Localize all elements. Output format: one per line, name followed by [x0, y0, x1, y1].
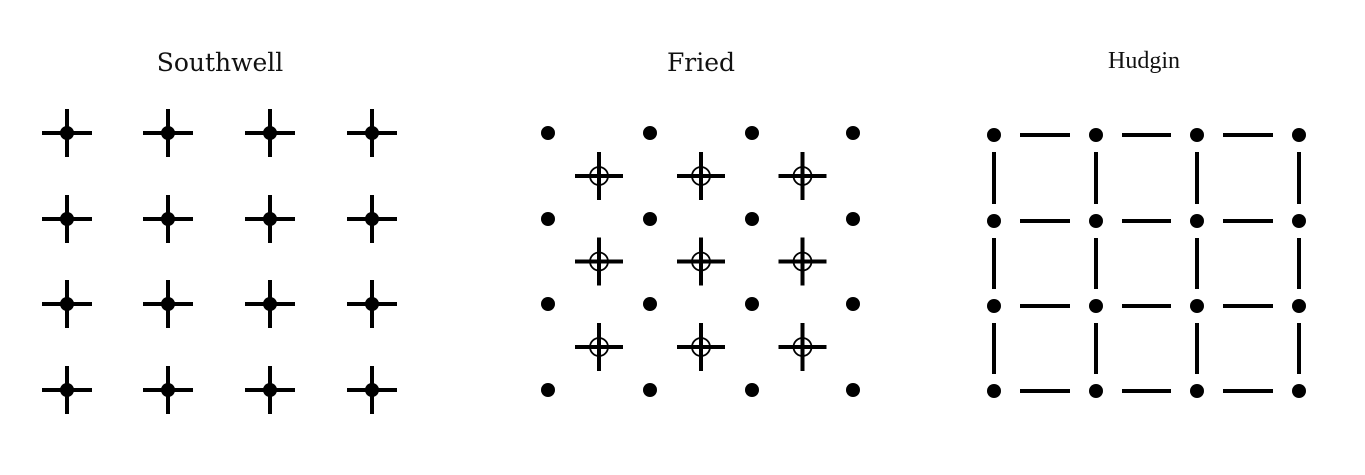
fried-center-node [677, 152, 725, 200]
fried-open-circle [792, 337, 813, 357]
southwell-dot [365, 383, 379, 397]
southwell-node [245, 195, 295, 243]
fried-center-node [778, 152, 827, 200]
fried-open-circle [792, 251, 813, 272]
hudgin-dot [1190, 299, 1204, 313]
fried-corner-dot [745, 212, 759, 226]
fried-open-circle [589, 251, 609, 272]
fried-open-circle [691, 251, 711, 272]
fried-corner-dot [541, 126, 555, 140]
southwell-dot [263, 126, 277, 140]
southwell-node [347, 280, 397, 328]
fried-panel [541, 126, 860, 397]
fried-corner-dot [745, 383, 759, 397]
hudgin-dot [1292, 214, 1306, 228]
hudgin-dot [1190, 384, 1204, 398]
fried-open-circle [589, 337, 609, 357]
hudgin-dot [1089, 128, 1103, 142]
hudgin-dot [987, 384, 1001, 398]
hudgin-dot [987, 214, 1001, 228]
fried-corner-dot [846, 126, 860, 140]
hudgin-title: Hudgin [1108, 48, 1180, 74]
fried-corner-dot [643, 383, 657, 397]
fried-corner-dot [643, 126, 657, 140]
southwell-dot [365, 212, 379, 226]
fried-corner-dot [541, 383, 555, 397]
southwell-node [245, 280, 295, 328]
southwell-dot [161, 383, 175, 397]
southwell-dot [60, 212, 74, 226]
fried-corner-dot [846, 297, 860, 311]
fried-corner-dot [745, 126, 759, 140]
southwell-node [143, 109, 193, 157]
southwell-node [347, 366, 397, 414]
fried-center-node [677, 323, 725, 371]
fried-open-circle [691, 166, 711, 186]
fried-corner-dot [643, 297, 657, 311]
hudgin-dot [987, 128, 1001, 142]
fried-open-circle [589, 166, 609, 186]
southwell-node [143, 366, 193, 414]
fried-open-circle [691, 337, 711, 357]
southwell-dot [263, 383, 277, 397]
southwell-dot [263, 297, 277, 311]
southwell-node [347, 195, 397, 243]
southwell-node [245, 366, 295, 414]
fried-center-node [575, 152, 623, 200]
hudgin-dot [1089, 299, 1103, 313]
hudgin-panel [987, 128, 1306, 398]
fried-center-node [677, 237, 725, 286]
southwell-node [42, 195, 92, 243]
fried-corner-dot [541, 297, 555, 311]
southwell-panel [42, 109, 397, 414]
fried-corner-dot [745, 297, 759, 311]
fried-open-circle [792, 166, 813, 186]
southwell-node [347, 109, 397, 157]
southwell-dot [161, 297, 175, 311]
hudgin-dot [1292, 128, 1306, 142]
hudgin-dot [1089, 214, 1103, 228]
fried-center-node [778, 237, 827, 286]
fried-center-node [778, 323, 827, 371]
hudgin-dot [1292, 299, 1306, 313]
hudgin-dot [1089, 384, 1103, 398]
hudgin-dot [1292, 384, 1306, 398]
hudgin-dot [1190, 128, 1204, 142]
fried-center-node [575, 323, 623, 371]
southwell-dot [365, 297, 379, 311]
hudgin-dot [987, 299, 1001, 313]
southwell-dot [60, 383, 74, 397]
southwell-node [42, 280, 92, 328]
fried-corner-dot [643, 212, 657, 226]
fried-center-node [575, 237, 623, 286]
southwell-node [143, 280, 193, 328]
southwell-node [42, 366, 92, 414]
fried-corner-dot [541, 212, 555, 226]
fried-corner-dot [846, 212, 860, 226]
southwell-node [143, 195, 193, 243]
southwell-dot [161, 126, 175, 140]
southwell-dot [161, 212, 175, 226]
southwell-node [42, 109, 92, 157]
fried-corner-dot [846, 383, 860, 397]
southwell-title: Southwell [156, 48, 284, 77]
southwell-dot [365, 126, 379, 140]
hudgin-dot [1190, 214, 1204, 228]
southwell-dot [263, 212, 277, 226]
southwell-dot [60, 297, 74, 311]
southwell-dot [60, 126, 74, 140]
southwell-node [245, 109, 295, 157]
fried-title: Fried [666, 48, 736, 77]
